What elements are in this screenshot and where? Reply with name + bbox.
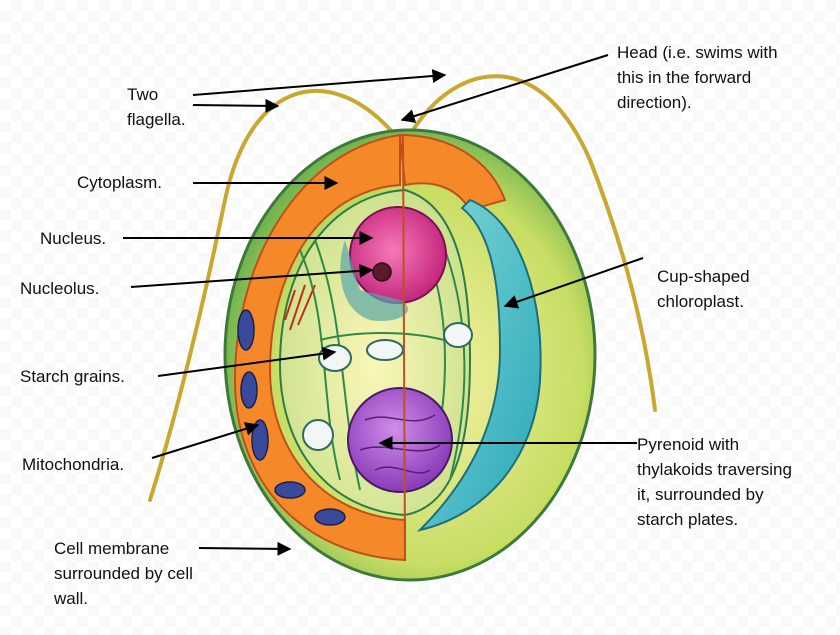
label-line: wall. <box>54 589 89 608</box>
label-mitochondria: Mitochondria. <box>22 452 124 477</box>
label-line: Pyrenoid with <box>637 435 740 454</box>
label-line: thylakoids traversing <box>637 460 792 479</box>
label-line: starch plates. <box>637 510 739 529</box>
label-line: Mitochondria. <box>22 455 125 474</box>
label-line: Cell membrane <box>54 539 170 558</box>
starch-grains <box>302 322 473 451</box>
label-line: Nucleus. <box>40 229 107 248</box>
pyrenoid <box>347 387 453 493</box>
label-pyrenoid: Pyrenoid with thylakoids traversing it, … <box>637 432 792 532</box>
label-cytoplasm: Cytoplasm. <box>77 170 162 195</box>
label-line: chloroplast. <box>657 292 744 311</box>
label-starch-grains: Starch grains. <box>20 364 125 389</box>
label-cell-membrane: Cell membrane surrounded by cell wall. <box>54 536 193 611</box>
label-line: it, surrounded by <box>637 485 764 504</box>
leader-arrows <box>123 54 644 556</box>
label-line: this in the forward <box>617 68 752 87</box>
flagella <box>148 74 657 502</box>
label-line: surrounded by cell <box>54 564 193 583</box>
label-line: Two <box>127 85 159 104</box>
label-line: Starch grains. <box>20 367 125 386</box>
label-nucleus: Nucleus. <box>40 226 106 251</box>
label-two-flagella: Two flagella. <box>127 82 186 132</box>
label-line: Nucleolus. <box>20 279 100 298</box>
label-chloroplast: Cup-shaped chloroplast. <box>657 264 750 314</box>
label-line: Cup-shaped <box>657 267 750 286</box>
nucleus <box>349 206 447 304</box>
label-nucleolus: Nucleolus. <box>20 276 99 301</box>
nucleolus <box>372 262 392 282</box>
label-line: direction). <box>617 93 692 112</box>
label-head: Head (i.e. swims with this in the forwar… <box>617 40 778 115</box>
label-line: Head (i.e. swims with <box>617 43 778 62</box>
cell-body <box>223 128 597 582</box>
label-line: Cytoplasm. <box>77 173 163 192</box>
label-line: flagella. <box>127 110 186 129</box>
